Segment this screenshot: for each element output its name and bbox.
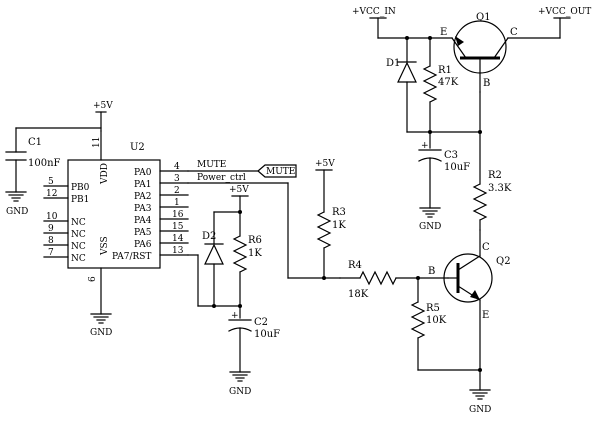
u2-right-pin-num: 1 xyxy=(174,198,180,208)
vcc-out-label: +VCC_OUT xyxy=(538,7,591,17)
u2-right-pin-name: PA6 xyxy=(134,240,152,250)
u2-right-pin-num: 3 xyxy=(174,174,180,184)
d2-diode xyxy=(204,243,224,265)
c2-plus: + xyxy=(231,311,239,321)
q1-transistor: Q1 E C B xyxy=(377,12,561,93)
r6-ref: R6 xyxy=(248,235,262,246)
u2-left-pin-num: 10 xyxy=(46,212,58,222)
u2-left-pin-num: 7 xyxy=(48,248,54,258)
u2-chip: U2 VDD VSS 11 6 5 12 10 9 8 7 PB0 PB1 NC… xyxy=(43,130,189,315)
r6-value: 1K xyxy=(248,248,262,259)
u2-right-pin-num: 4 xyxy=(174,162,180,172)
u2-ref: U2 xyxy=(130,142,145,153)
gnd-label: GND xyxy=(229,387,251,397)
q2-transistor: B C E Q2 GND xyxy=(428,229,511,415)
u2-right-pin-name: PA5 xyxy=(134,228,152,238)
r1-ref: R1 xyxy=(438,65,452,76)
power-ctrl-label: Power_ctrl xyxy=(197,173,246,183)
u2-left-pin-num: 8 xyxy=(48,236,54,246)
r5-network: R5 10K xyxy=(410,277,482,372)
u2-left-pin-name: NC xyxy=(71,242,86,252)
power-ctrl-net: Power_ctrl xyxy=(187,173,341,279)
u2-right-pin-num: 16 xyxy=(172,210,184,220)
vcc-rails: +VCC_IN +VCC_OUT xyxy=(352,7,591,39)
plus5v-label: +5V xyxy=(93,101,113,111)
q1-e-label: E xyxy=(440,27,447,38)
c1-value: 100nF xyxy=(28,158,61,169)
c1-ref: C1 xyxy=(28,137,42,148)
u2-left-pin-name: NC xyxy=(71,254,86,264)
plus5v-label: +5V xyxy=(229,185,249,195)
u2-pin-vss: 6 xyxy=(88,276,98,282)
r3-ref: R3 xyxy=(332,207,346,218)
r3-r4-network: +5V R3 1K R4 18K xyxy=(315,159,449,300)
r2-resistor xyxy=(472,183,488,221)
r4-ref: R4 xyxy=(348,260,362,271)
r2-network: R2 3.3K xyxy=(472,91,512,231)
u2-right-pin-name: PA1 xyxy=(134,180,151,190)
vcc-in-label: +VCC_IN xyxy=(352,7,396,17)
u2-left-pin-name: PB0 xyxy=(71,183,90,193)
u2-right-pin-name: PA7/RST xyxy=(112,252,151,262)
q2-ref: Q2 xyxy=(496,256,511,267)
d2-ref: D2 xyxy=(202,231,216,242)
u2-right-pin-name: PA2 xyxy=(134,192,151,202)
r5-value: 10K xyxy=(426,315,447,326)
u2-left-pin-num: 12 xyxy=(46,189,57,199)
u2-vdd-label: VDD xyxy=(100,163,110,185)
q2-e-label: E xyxy=(482,310,489,321)
gnd-label: GND xyxy=(419,222,441,232)
q1-c-label: C xyxy=(510,27,518,38)
r5-resistor xyxy=(410,301,426,339)
u2-right-pin-name: PA0 xyxy=(134,168,152,178)
u2-power: +5V C1 100nF GND GND xyxy=(5,101,113,338)
u2-right-pin-num: 14 xyxy=(172,234,184,244)
u2-right-pin-name: PA3 xyxy=(134,204,152,214)
c2-value: 10uF xyxy=(254,329,280,340)
q1-base-network: D1 R1 47K + C3 10uF GND xyxy=(386,36,482,232)
u2-left-pin-num: 9 xyxy=(48,224,54,234)
plus5v-label: +5V xyxy=(315,159,335,169)
u2-left-pin-num: 5 xyxy=(48,177,54,187)
c2-ref: C2 xyxy=(254,317,268,328)
u2-body xyxy=(67,159,161,269)
u2-right-pin-name: PA4 xyxy=(134,216,152,226)
mute-port xyxy=(257,164,297,178)
u2-left-pin-name: PB1 xyxy=(71,195,89,205)
q1-ref: Q1 xyxy=(476,12,491,23)
u2-pin-vdd: 11 xyxy=(92,137,102,148)
r1-resistor xyxy=(422,65,438,103)
r2-value: 3.3K xyxy=(488,183,512,194)
r3-resistor xyxy=(316,211,332,249)
gnd-label: GND xyxy=(6,207,28,217)
u2-right-pin-num: 2 xyxy=(174,186,180,196)
r4-resistor xyxy=(359,270,397,286)
u2-left-pin-name: NC xyxy=(71,218,86,228)
gnd-label: GND xyxy=(469,405,491,415)
r6-resistor xyxy=(232,235,248,273)
q2-b-label: B xyxy=(428,266,435,277)
u2-right-pin-num: 15 xyxy=(172,222,184,232)
d1-ref: D1 xyxy=(386,58,400,69)
r1-value: 47K xyxy=(438,77,459,88)
r2-ref: R2 xyxy=(488,170,502,181)
r3-value: 1K xyxy=(332,220,346,231)
c3-plus: + xyxy=(421,141,429,151)
q1-b-label: B xyxy=(483,78,490,89)
u2-left-pin-name: NC xyxy=(71,230,86,240)
c3-value: 10uF xyxy=(444,162,470,173)
reset-network: +5V D2 R6 1K + C2 10uF GND xyxy=(187,185,280,397)
r4-value: 18K xyxy=(348,289,369,300)
c3-ref: C3 xyxy=(444,150,458,161)
mute-net: MUTE MUTE xyxy=(187,160,297,178)
mute-port-label: MUTE xyxy=(266,167,295,177)
gnd-label: GND xyxy=(90,328,112,338)
q2-c-label: C xyxy=(482,242,490,253)
r5-ref: R5 xyxy=(426,303,440,314)
u2-right-pin-num: 13 xyxy=(172,246,184,256)
u2-vss-label: VSS xyxy=(100,236,110,256)
d1-diode xyxy=(397,61,417,83)
mute-net-label: MUTE xyxy=(197,160,226,170)
